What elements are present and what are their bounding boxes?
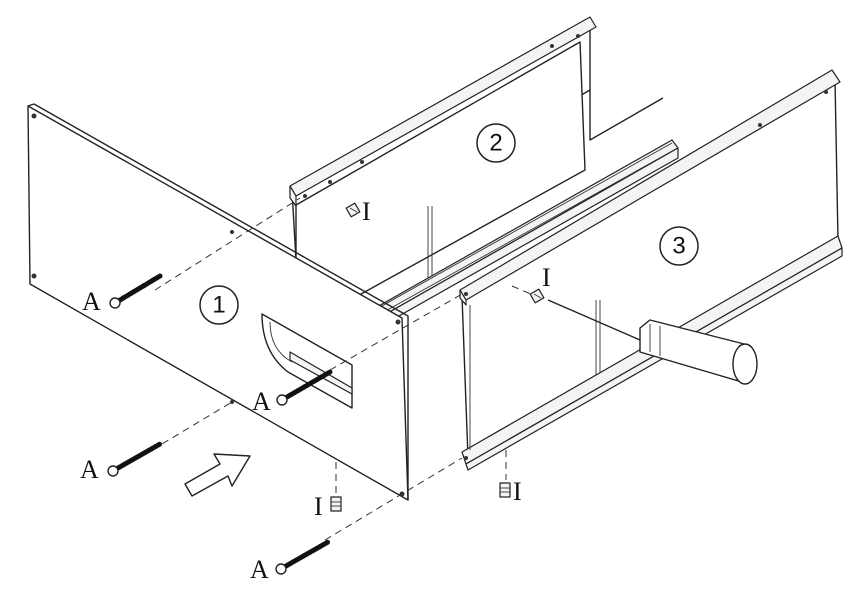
- label-a-1: A: [82, 287, 101, 316]
- label-i-1: I: [362, 197, 371, 226]
- insert-direction-arrow-icon: [184, 453, 251, 497]
- part-number-2: 2: [489, 130, 502, 157]
- insert-i-3: [330, 496, 342, 512]
- label-i-2: I: [542, 263, 551, 292]
- part-number-1: 1: [212, 292, 225, 319]
- alignment-lines: [151, 197, 541, 541]
- label-a-4: A: [250, 555, 269, 584]
- insert-i-4: [499, 482, 511, 498]
- screw-a-4: [275, 539, 331, 575]
- screw-a-1: [109, 273, 163, 309]
- part-callout-1: 1: [199, 285, 239, 325]
- label-a-2: A: [252, 387, 271, 416]
- part-callout-3: 3: [659, 226, 699, 266]
- part-callout-2: 2: [476, 123, 516, 163]
- screw-a-3: [107, 441, 163, 477]
- insert-i-1: [345, 202, 361, 218]
- part-number-3: 3: [672, 233, 685, 260]
- side-panel-2: [289, 16, 664, 331]
- screwdriver-icon: [547, 299, 758, 385]
- insert-i-2: [529, 288, 545, 304]
- screw-a-2: [276, 369, 333, 406]
- label-i-3: I: [314, 492, 323, 521]
- label-a-3: A: [80, 455, 99, 484]
- label-i-4: I: [513, 477, 522, 506]
